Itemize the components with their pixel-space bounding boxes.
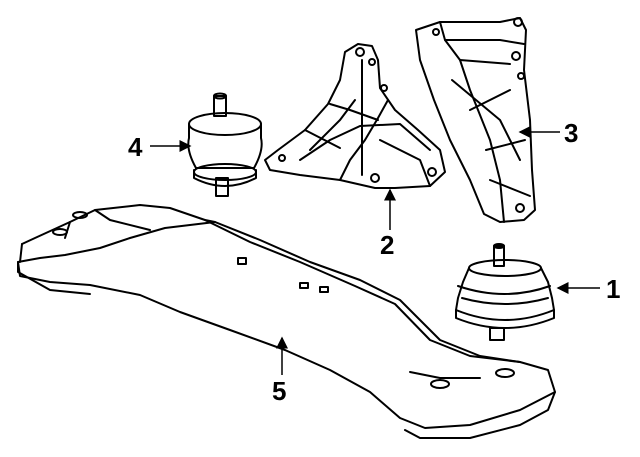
callout-number-1: 1 (606, 274, 620, 304)
crossmember-part (17, 204, 556, 439)
tall-bracket-part (415, 17, 536, 223)
callout-number-4: 4 (128, 132, 143, 162)
rubber-mount-small-part (187, 92, 263, 197)
rubber-mount-large-part (455, 243, 555, 341)
engine-bracket-part (264, 43, 446, 189)
callout-number-3: 3 (564, 118, 578, 148)
callout-number-2: 2 (380, 230, 394, 260)
callout-number-5: 5 (272, 376, 286, 406)
